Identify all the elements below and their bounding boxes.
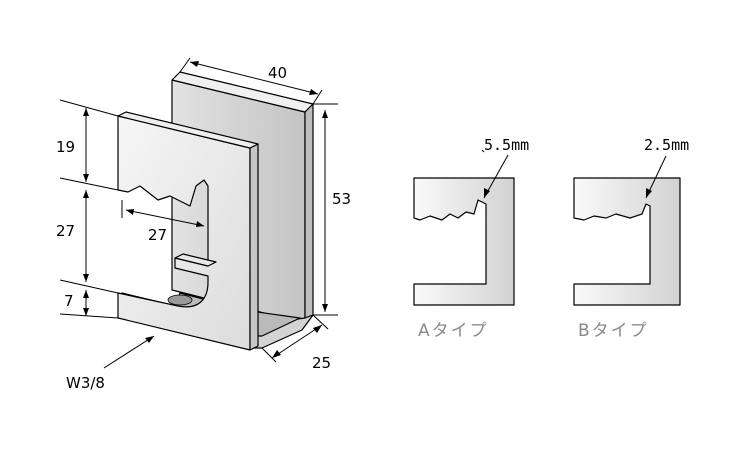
- thread-label: W3/8: [66, 374, 105, 392]
- dim-opening-label: 27: [148, 226, 167, 244]
- front-hook: [117, 115, 251, 351]
- front-hook-top: [117, 111, 259, 149]
- type-b-note: 2.5mm: [644, 136, 689, 154]
- dim-upper-label: 19: [56, 138, 75, 156]
- type-b-profile: 2.5mm Bタイプ: [573, 136, 689, 341]
- dim-height-label: 53: [332, 190, 351, 208]
- dim-depth-label: 25: [312, 354, 331, 372]
- nut: [167, 294, 193, 306]
- dim-middle-label: 27: [56, 222, 75, 240]
- bracket-3d: [117, 71, 314, 351]
- dim-lower-label: 7: [64, 292, 74, 310]
- type-a-profile: 5.5mm Aタイプ: [413, 136, 529, 341]
- lower-lip: [174, 253, 217, 267]
- dim-width-label: 40: [268, 64, 287, 82]
- front-hook-edge: [249, 143, 259, 351]
- type-a-note: 5.5mm: [484, 136, 529, 154]
- arrowheads: [83, 61, 328, 358]
- type-a-caption: Aタイプ: [418, 321, 489, 341]
- back-plate-side: [304, 103, 314, 319]
- type-b-caption: Bタイプ: [578, 321, 649, 341]
